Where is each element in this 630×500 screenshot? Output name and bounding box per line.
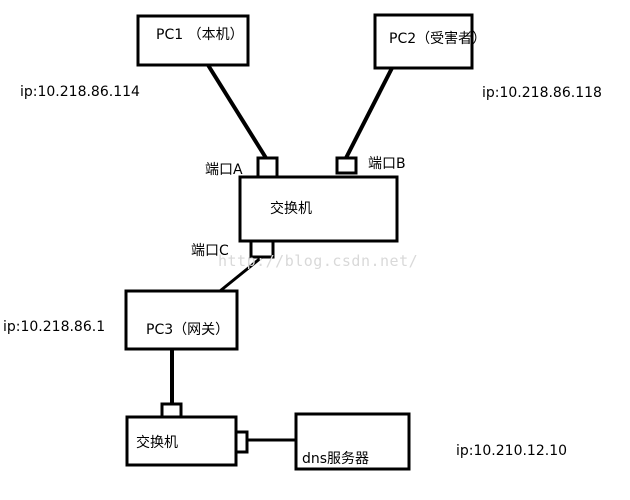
port-c-label: 端口C bbox=[191, 243, 229, 259]
switch2-box bbox=[125, 415, 238, 467]
pc2-box bbox=[373, 13, 474, 70]
link-switch1-pc3 bbox=[219, 255, 263, 293]
pc2-label: PC2（受害者） bbox=[389, 31, 487, 47]
port-c-connector bbox=[249, 239, 275, 259]
switch1-box bbox=[238, 175, 399, 243]
switch2-right-port bbox=[234, 430, 249, 454]
dns-label: dns服务器 bbox=[302, 451, 370, 467]
pc3-box bbox=[124, 289, 239, 351]
link-pc2-switch1 bbox=[344, 67, 394, 159]
port-b-connector bbox=[335, 156, 358, 175]
dns-ip-label: ip:10.210.12.10 bbox=[456, 443, 568, 459]
switch2-top-port bbox=[160, 402, 183, 419]
port-a-label: 端口A bbox=[205, 162, 243, 178]
pc1-label: PC1 （本机） bbox=[156, 27, 244, 43]
pc3-ip-label: ip:10.218.86.1 bbox=[3, 319, 106, 335]
switch1-label: 交换机 bbox=[270, 201, 312, 217]
pc1-ip-label: ip:10.218.86.114 bbox=[20, 84, 140, 100]
pc2-ip-label: ip:10.218.86.118 bbox=[482, 85, 602, 101]
port-b-label: 端口B bbox=[368, 156, 406, 172]
dns-box bbox=[294, 412, 411, 471]
link-pc1-switch1 bbox=[206, 63, 268, 160]
port-a-connector bbox=[256, 156, 279, 179]
switch2-label: 交换机 bbox=[136, 435, 178, 451]
watermark-text: http://blog.csdn.net/ bbox=[218, 252, 419, 270]
pc3-label: PC3（网关） bbox=[146, 322, 230, 338]
pc1-box bbox=[136, 14, 250, 67]
